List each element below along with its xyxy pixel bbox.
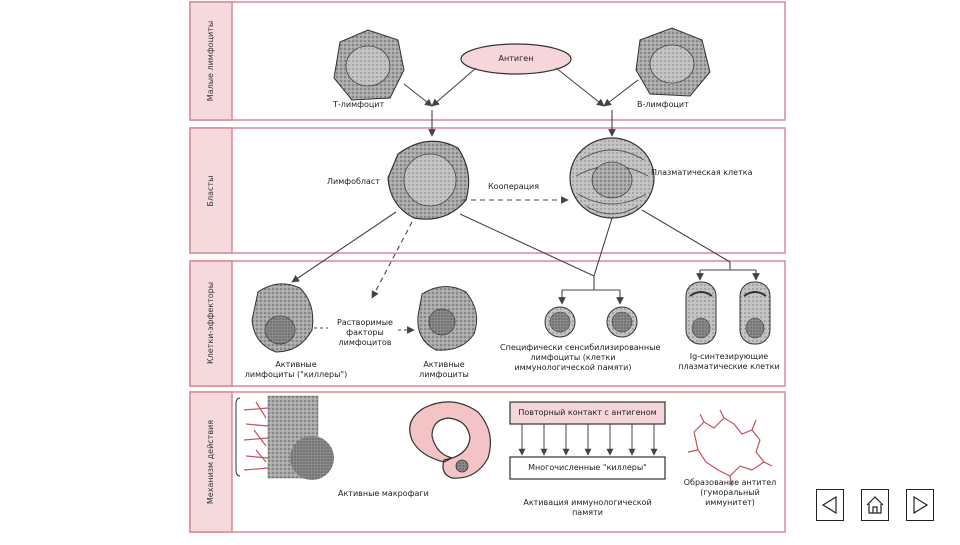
home-button[interactable] <box>861 489 889 521</box>
memory-activation-label: Активация иммунологической памяти <box>523 498 652 517</box>
active-killer-cell <box>251 283 314 353</box>
macrophage-illustration <box>409 401 491 479</box>
killer-contact-illustration <box>235 395 334 480</box>
row-label-small-lymphocytes: Малые лимфоциты <box>206 20 215 102</box>
memory-arrows <box>518 424 658 456</box>
soluble-factors-label: Растворимые факторы лимфоцитов <box>337 318 393 347</box>
row-frame-blasts <box>189 127 786 254</box>
row-label-effectors: Клетки-эффекторы <box>206 281 215 365</box>
many-killers-box <box>509 456 666 480</box>
many-killers-label: Многочисленные "киллеры" <box>528 463 647 472</box>
ig-plasma-cells <box>685 281 771 345</box>
next-icon <box>913 495 929 515</box>
ig-plasma-cells-label: Ig-синтезирующие плазматические клетки <box>678 352 780 371</box>
memory-cells <box>544 306 638 338</box>
b-lymphocyte-label: В-лимфоцит <box>637 100 689 109</box>
antibody-formation-label: Образование антител (гуморальный иммунит… <box>683 478 777 507</box>
row-label-mechanism: Механизм действия <box>206 419 215 505</box>
flow-arrows <box>291 67 760 334</box>
prev-icon <box>821 495 837 515</box>
t-lymphocyte-cell <box>333 29 405 101</box>
prev-button[interactable] <box>816 489 844 521</box>
active-lymphocytes-label: Активные лимфоциты <box>419 360 469 379</box>
active-lymphocyte-cell <box>417 286 478 351</box>
antigen-node <box>460 43 572 75</box>
home-icon <box>866 496 884 514</box>
active-killers-label: Активные лимфоциты ("киллеры") <box>244 360 348 379</box>
antibodies-illustration <box>687 409 773 487</box>
next-button[interactable] <box>906 489 934 521</box>
sensitized-lymphocytes-label: Специфически сенсибилизированные лимфоци… <box>500 343 661 372</box>
active-macrophages-label: Активные макрофаги <box>338 489 429 498</box>
lymphoblast-label: Лимфобласт <box>327 177 380 186</box>
cooperation-label: Кооперация <box>488 182 540 191</box>
plasma-cell <box>569 137 655 219</box>
plasma-cell-label: Плазматическая клетка <box>651 168 753 177</box>
row-label-blasts: Бласты <box>206 175 215 207</box>
antigen-label: Антиген <box>498 54 534 63</box>
b-lymphocyte-cell <box>635 27 711 97</box>
repeated-contact-label: Повторный контакт с антигеном <box>518 408 657 417</box>
lymphoblast-cell <box>387 140 470 220</box>
t-lymphocyte-label: Т-лимфоцит <box>333 100 385 109</box>
